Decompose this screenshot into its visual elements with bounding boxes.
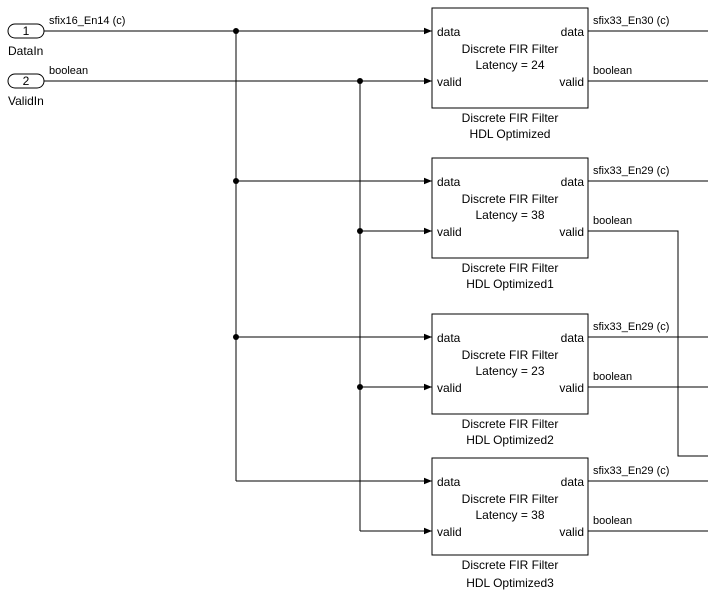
block-2-latency: Latency = 23: [475, 364, 544, 378]
block-1-out-data-signal: sfix33_En29 (c): [593, 165, 669, 177]
fir-filter-block-0[interactable]: data valid data valid Discrete FIR Filte…: [431, 7, 589, 109]
block-2-out-data: data: [561, 331, 585, 345]
inport-1-name: DataIn: [8, 44, 43, 58]
block-3-caption-line1: Discrete FIR Filter: [462, 558, 559, 572]
block-1-caption-line2: HDL Optimized1: [466, 277, 554, 291]
data-signal-lines[interactable]: [44, 27, 432, 485]
block-0-out-valid-signal: boolean: [593, 65, 632, 77]
inport-2-signal: boolean: [49, 65, 88, 77]
fir-filter-block-1[interactable]: data valid data valid Discrete FIR Filte…: [431, 157, 589, 259]
block-2-in-valid: valid: [437, 381, 462, 395]
block-3-title: Discrete FIR Filter: [462, 492, 559, 506]
block-0-out-valid: valid: [559, 75, 584, 89]
inport-1-signal: sfix16_En14 (c): [49, 15, 125, 27]
fir-filter-block-3[interactable]: data valid data valid Discrete FIR Filte…: [431, 457, 589, 556]
block-0-in-data: data: [437, 25, 461, 39]
block-1-in-valid: valid: [437, 225, 462, 239]
fir-filter-block-2[interactable]: data valid data valid Discrete FIR Filte…: [431, 313, 589, 415]
block-0-caption-line1: Discrete FIR Filter: [462, 111, 559, 125]
block-0-out-data: data: [561, 25, 585, 39]
block-1-out-data: data: [561, 175, 585, 189]
block-2-caption-line1: Discrete FIR Filter: [462, 417, 559, 431]
block-0-caption-line2: HDL Optimized: [470, 127, 551, 141]
block-2-title: Discrete FIR Filter: [462, 348, 559, 362]
block-3-latency: Latency = 38: [475, 508, 544, 522]
block-3-out-valid-signal: boolean: [593, 515, 632, 527]
block-1-latency: Latency = 38: [475, 208, 544, 222]
block-2-in-data: data: [437, 331, 461, 345]
block-0-out-data-signal: sfix33_En30 (c): [593, 15, 669, 27]
block-0-title: Discrete FIR Filter: [462, 42, 559, 56]
valid-signal-lines[interactable]: [44, 77, 432, 535]
block-1-out-valid: valid: [559, 225, 584, 239]
inport-2-number: 2: [23, 74, 30, 88]
block-2-out-data-signal: sfix33_En29 (c): [593, 321, 669, 333]
block-2-out-valid-signal: boolean: [593, 371, 632, 383]
block-3-out-data-signal: sfix33_En29 (c): [593, 465, 669, 477]
block-3-in-data: data: [437, 475, 461, 489]
block-3-out-data: data: [561, 475, 585, 489]
data-branch-points: [233, 28, 239, 340]
block-1-title: Discrete FIR Filter: [462, 192, 559, 206]
block-3-in-valid: valid: [437, 525, 462, 539]
block-3-caption-line2: HDL Optimized3: [466, 576, 554, 590]
block-2-out-valid: valid: [559, 381, 584, 395]
block-0-latency: Latency = 24: [475, 58, 544, 72]
valid-branch-points: [357, 78, 363, 390]
block-3-out-valid: valid: [559, 525, 584, 539]
block-1-caption-line1: Discrete FIR Filter: [462, 261, 559, 275]
inport-2-name: ValidIn: [8, 94, 44, 108]
output-signal-lines[interactable]: [588, 30, 708, 532]
block-2-caption-line2: HDL Optimized2: [466, 433, 554, 447]
block-1-out-valid-signal: boolean: [593, 215, 632, 227]
block-1-in-data: data: [437, 175, 461, 189]
block-0-in-valid: valid: [437, 75, 462, 89]
inport-1-number: 1: [23, 24, 30, 38]
